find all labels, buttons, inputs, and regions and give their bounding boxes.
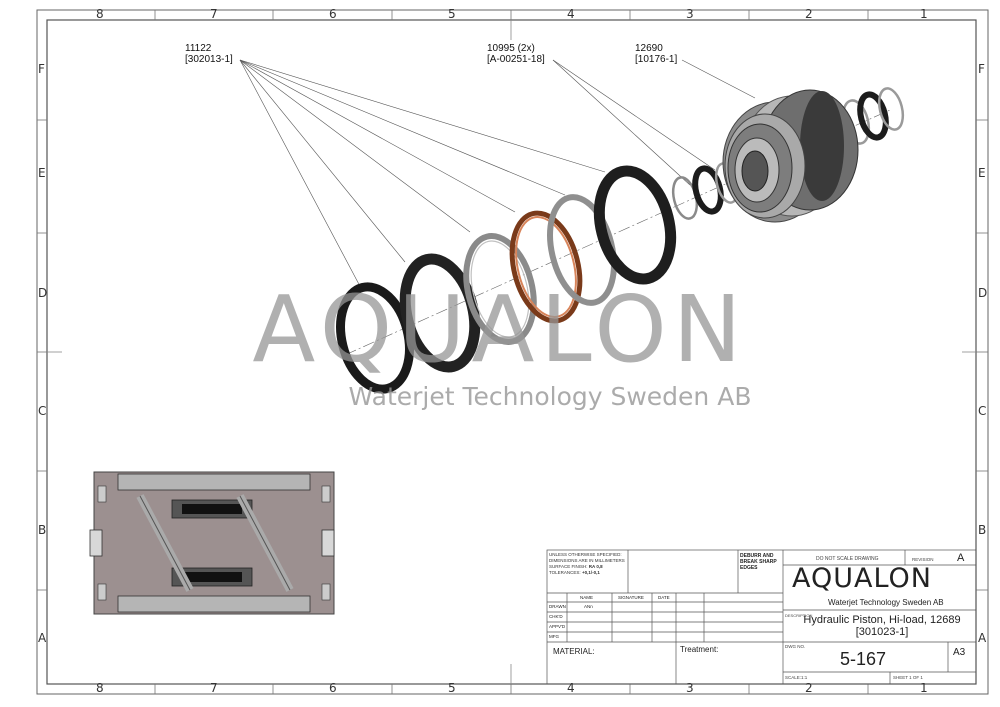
notes-line-4-value: +0,1/-0,1 bbox=[581, 570, 600, 575]
zone-row-f-left: F bbox=[38, 62, 45, 76]
treatment-label: Treatment: bbox=[680, 645, 719, 654]
callout-10995: 10995 (2x) [A-00251-18] bbox=[487, 43, 545, 65]
callout-reference: [10176-1] bbox=[635, 54, 678, 65]
zone-col-2-top: 2 bbox=[805, 7, 813, 21]
do-not-scale-note: DO NOT SCALE DRAWING bbox=[816, 556, 879, 562]
zone-row-b-left: B bbox=[38, 523, 47, 537]
zone-row-e-right: E bbox=[978, 166, 986, 180]
callout-part-number: 11122 bbox=[185, 43, 212, 54]
zone-col-3-top: 3 bbox=[686, 7, 694, 21]
header-signature: SIGNATURE bbox=[618, 595, 644, 600]
ring-4 bbox=[509, 210, 583, 324]
zone-col-8-bottom: 8 bbox=[96, 681, 104, 695]
sheet-label: SHEET 1 OF 1 bbox=[893, 675, 923, 680]
seal-rings bbox=[336, 87, 905, 394]
revision-value: A bbox=[957, 552, 965, 564]
ring-12 bbox=[877, 87, 905, 131]
zone-row-d-left: D bbox=[38, 286, 48, 300]
zone-col-7-bottom: 7 bbox=[210, 681, 218, 695]
drawing-number: 5-167 bbox=[840, 649, 887, 669]
callout-11122: 11122 [302013-1] bbox=[185, 43, 233, 65]
deburr-note: DEBURR AND BREAK SHARP EDGES bbox=[740, 553, 777, 571]
zone-col-7-top: 7 bbox=[210, 7, 218, 21]
logo-subtitle: Waterjet Technology Sweden AB bbox=[828, 598, 944, 607]
center-marks bbox=[47, 20, 976, 684]
drawing-title-line-1: Hydraulic Piston, Hi-load, 12689 bbox=[803, 614, 961, 626]
header-name: NAME bbox=[580, 595, 594, 600]
notes-line-1: UNLESS OTHERWISE SPECIFIED: bbox=[549, 552, 622, 557]
zone-row-a-right: A bbox=[978, 631, 987, 645]
zone-col-4-bottom: 4 bbox=[567, 681, 575, 695]
row-mfg-label: MFG bbox=[549, 634, 559, 639]
sheet-size: A3 bbox=[953, 647, 966, 658]
callout-part-number: 10995 (2x) bbox=[487, 43, 535, 54]
ring-3-inner bbox=[470, 240, 530, 338]
notes-line-4-label: TOLERANCES: bbox=[549, 570, 581, 575]
zone-row-c-right: C bbox=[978, 404, 987, 418]
logo-brand: AQUALON bbox=[792, 563, 933, 594]
zone-ticks bbox=[37, 10, 988, 694]
zone-row-b-right: B bbox=[978, 523, 987, 537]
zone-col-5-top: 5 bbox=[448, 7, 456, 21]
zone-col-5-bottom: 5 bbox=[448, 681, 456, 695]
row-checked-label: CHK'D bbox=[549, 614, 563, 619]
tolerance-notes: UNLESS OTHERWISE SPECIFIED: DIMENSIONS A… bbox=[549, 552, 627, 576]
piston-body bbox=[722, 89, 859, 223]
notes-line-2: DIMENSIONS ARE IN MILLIMETERS bbox=[549, 558, 625, 563]
zone-col-6-top: 6 bbox=[329, 7, 337, 21]
zone-col-4-top: 4 bbox=[567, 7, 575, 21]
row-drawn-label: DRAWN bbox=[549, 604, 566, 609]
scale-label: SCALE:1:1 bbox=[785, 675, 808, 680]
callout-12690: 12690 [10176-1] bbox=[635, 43, 677, 65]
ring-5 bbox=[547, 194, 617, 306]
ring-6 bbox=[593, 165, 677, 285]
zone-col-1-top: 1 bbox=[920, 7, 928, 21]
notes-line-3-value: RA 0,8 bbox=[588, 564, 603, 569]
zone-col-3-bottom: 3 bbox=[686, 681, 694, 695]
callout-reference: [302013-1] bbox=[185, 54, 233, 65]
zone-row-f-right: F bbox=[978, 62, 985, 76]
notes-line-3-label: SURFACE FINISH: bbox=[549, 564, 588, 569]
dwg-no-label: DWG NO. bbox=[785, 644, 806, 649]
ring-8 bbox=[692, 165, 724, 215]
row-approved-label: APPV'D bbox=[549, 624, 566, 629]
leader-lines bbox=[239, 59, 756, 291]
section-view bbox=[89, 471, 335, 615]
callout-reference: [A-00251-18] bbox=[487, 54, 545, 65]
watermark-subtitle: Waterjet Technology Sweden AB bbox=[348, 382, 752, 411]
callout-part-number: 12690 bbox=[635, 43, 663, 54]
drawing-title: Hydraulic Piston, Hi-load, 12689 [301023… bbox=[797, 614, 967, 638]
zone-col-1-bottom: 1 bbox=[920, 681, 928, 695]
watermark-brand: AQUALON bbox=[252, 276, 748, 383]
ring-4-inner bbox=[515, 216, 577, 318]
zone-row-a-left: A bbox=[38, 631, 47, 645]
material-label: MATERIAL: bbox=[553, 647, 595, 656]
zone-col-8-top: 8 bbox=[96, 7, 104, 21]
zone-row-e-left: E bbox=[38, 166, 46, 180]
revision-label: REVISION bbox=[912, 557, 934, 562]
header-date: DATE bbox=[658, 595, 670, 600]
zone-col-6-bottom: 6 bbox=[329, 681, 337, 695]
zone-col-2-bottom: 2 bbox=[805, 681, 813, 695]
zone-row-d-right: D bbox=[978, 286, 988, 300]
description-label: DESCRIPTION bbox=[785, 613, 813, 618]
row-drawn-name: ANn bbox=[584, 604, 593, 609]
ring-11 bbox=[857, 91, 889, 141]
drawing-title-line-2: [301023-1] bbox=[855, 626, 909, 638]
zone-row-c-left: C bbox=[38, 404, 47, 418]
title-block-grid bbox=[546, 549, 977, 685]
ring-3 bbox=[463, 233, 537, 345]
